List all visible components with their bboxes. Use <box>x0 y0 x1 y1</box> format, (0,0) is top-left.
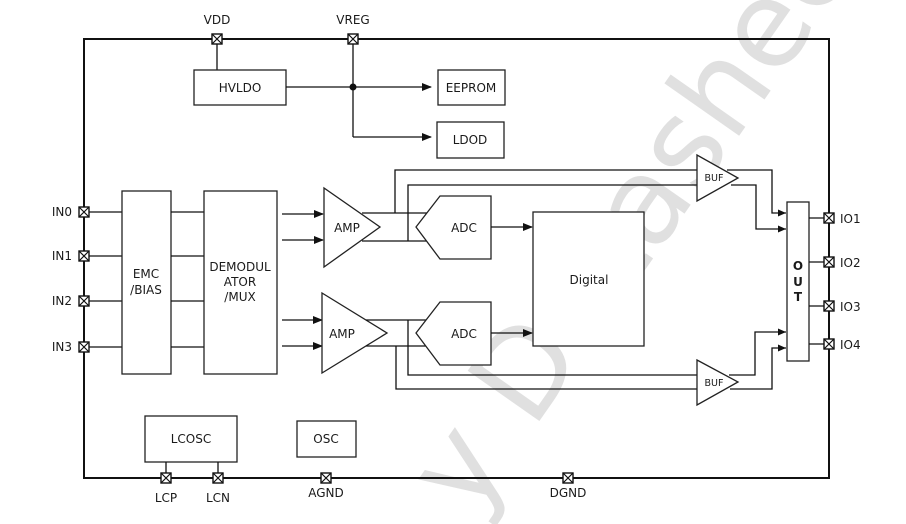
wire-amp1-buf1-inner <box>407 184 697 241</box>
emc-bias-block <box>121 190 172 375</box>
wire-buf2-out-b <box>730 344 786 390</box>
out-block <box>786 201 810 362</box>
osc-block <box>296 420 357 458</box>
buf2-label: BUF <box>705 378 724 389</box>
eeprom-label: EEPROM <box>446 81 497 95</box>
pin-label-lcp: LCP <box>155 491 177 505</box>
pin-agnd: AGND <box>308 472 344 500</box>
out-label-o: O <box>793 259 803 273</box>
amp2-label: AMP <box>329 327 355 341</box>
pin-in0: IN0 <box>52 205 122 219</box>
pin-label-agnd: AGND <box>308 486 344 500</box>
amp2-block <box>321 291 389 375</box>
pin-io4: IO4 <box>809 338 861 352</box>
ldod-block <box>436 121 505 159</box>
buf1-block <box>696 153 740 203</box>
ldod-label: LDOD <box>453 133 488 147</box>
pin-label-in1: IN1 <box>52 249 72 263</box>
amp1-label: AMP <box>334 221 360 235</box>
wire-buf1-out-b <box>731 184 786 233</box>
pin-in1: IN1 <box>52 249 122 263</box>
pin-io2: IO2 <box>809 256 861 270</box>
buf2-block <box>696 358 740 407</box>
pin-label-lcn: LCN <box>206 491 230 505</box>
pin-label-io4: IO4 <box>840 338 861 352</box>
digital-block <box>532 211 645 347</box>
pin-label-vreg: VREG <box>336 13 369 27</box>
pin-in3: IN3 <box>52 340 122 354</box>
amp1-block <box>323 186 382 269</box>
buf1-label: BUF <box>705 173 724 184</box>
demodulator-mux-block <box>203 190 278 375</box>
pin-label-in3: IN3 <box>52 340 72 354</box>
pin-io3: IO3 <box>809 300 861 314</box>
pin-lcn: LCN <box>206 472 230 505</box>
demod-label-3: /MUX <box>224 290 255 304</box>
emc-label-2: /BIAS <box>130 283 162 297</box>
eeprom-block <box>437 69 506 106</box>
wire-amp2-buf2-inner <box>407 320 697 376</box>
wire-buf1-out-a <box>727 169 786 217</box>
pin-vdd: VDD <box>204 13 231 45</box>
pin-label-dgnd: DGND <box>550 486 587 500</box>
pin-vreg: VREG <box>336 13 370 45</box>
pin-label-io3: IO3 <box>840 300 861 314</box>
digital-label: Digital <box>570 273 609 287</box>
pin-io1: IO1 <box>809 212 861 226</box>
pin-label-io1: IO1 <box>840 212 861 226</box>
lcosc-label: LCOSC <box>171 432 212 446</box>
adc2-label: ADC <box>451 327 477 341</box>
adc1-label: ADC <box>451 221 477 235</box>
osc-label: OSC <box>313 432 338 446</box>
demod-label-1: DEMODUL <box>209 260 271 274</box>
wire-amp1-buf1-outer <box>394 169 697 213</box>
pin-label-in0: IN0 <box>52 205 72 219</box>
emc-label-1: EMC <box>133 267 159 281</box>
pin-in2: IN2 <box>52 294 122 308</box>
demod-label-2: ATOR <box>224 275 256 289</box>
pin-dgnd: DGND <box>550 472 587 500</box>
pin-lcp: LCP <box>155 472 177 505</box>
out-label-t: T <box>794 290 803 304</box>
wire-buf2-out-a <box>729 328 786 376</box>
pin-label-in2: IN2 <box>52 294 72 308</box>
pin-label-vdd: VDD <box>204 13 231 27</box>
pin-label-io2: IO2 <box>840 256 861 270</box>
out-label-u: U <box>793 275 803 289</box>
lcosc-block <box>144 415 238 463</box>
hvldo-block <box>193 69 287 106</box>
hvldo-label: HVLDO <box>219 81 262 95</box>
wire-amp2-buf2-outer <box>395 346 697 390</box>
